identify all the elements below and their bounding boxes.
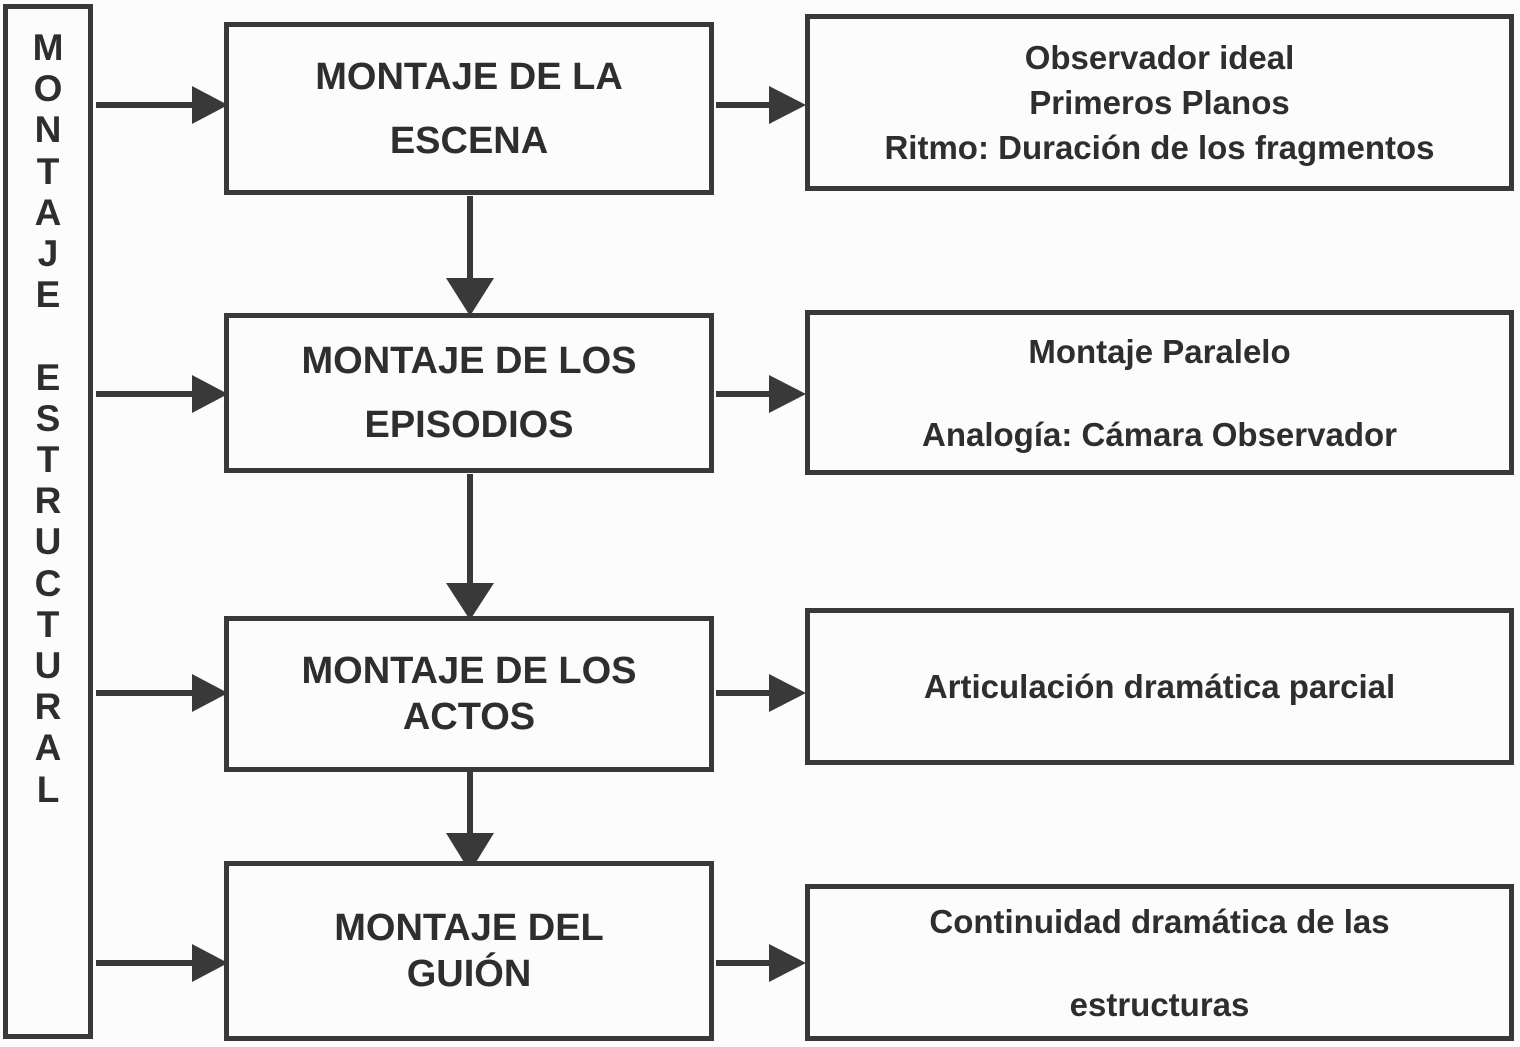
spine-letter-space bbox=[8, 315, 88, 356]
stage-box-line: GUIÓN bbox=[406, 953, 532, 995]
stage-box-line: MONTAJE DE LOS bbox=[301, 340, 637, 382]
stage-box-line: ACTOS bbox=[402, 696, 536, 738]
spine-letter: E bbox=[35, 274, 61, 316]
detail-box-line: Observador ideal bbox=[1024, 39, 1295, 76]
spine-letter: N bbox=[34, 109, 62, 151]
detail-box-line: Primeros Planos bbox=[1029, 84, 1290, 121]
detail-box-escena: Observador ideal Primeros Planos Ritmo: … bbox=[805, 14, 1514, 191]
spine-letter: U bbox=[34, 645, 62, 687]
spine-letter: J bbox=[37, 233, 59, 275]
stage-box-line: ESCENA bbox=[389, 119, 549, 162]
spine-label-montaje-estructural: M O N T A J E E S T R U C T U R A L bbox=[3, 4, 93, 1039]
spine-letter: T bbox=[36, 439, 60, 481]
spine-letter: T bbox=[36, 603, 60, 645]
spine-letter: A bbox=[34, 191, 62, 233]
arrowheads-spine bbox=[192, 86, 228, 982]
spine-letter: M bbox=[32, 27, 64, 68]
stage-box-montaje-de-los-episodios: MONTAJE DE LOS EPISODIOS bbox=[224, 313, 714, 473]
spine-letter: R bbox=[34, 480, 62, 522]
detail-box-line: Montaje Paralelo bbox=[1028, 332, 1291, 370]
spine-letter: S bbox=[35, 397, 61, 439]
spine-letter: T bbox=[36, 150, 60, 192]
stage-box-line: MONTAJE DE LOS bbox=[301, 650, 637, 692]
spine-letter: O bbox=[33, 68, 63, 110]
stage-box-montaje-de-la-escena: MONTAJE DE LA ESCENA bbox=[224, 22, 714, 195]
spine-letter: A bbox=[34, 727, 62, 769]
detail-box-line: Articulación dramática parcial bbox=[923, 668, 1396, 705]
stage-box-montaje-del-guion: MONTAJE DEL GUIÓN bbox=[224, 861, 714, 1041]
stage-box-line: EPISODIOS bbox=[364, 404, 574, 446]
detail-box-guion: Continuidad dramática de las estructuras bbox=[805, 884, 1514, 1041]
detail-box-actos: Articulación dramática parcial bbox=[805, 608, 1514, 765]
spine-letter: L bbox=[36, 768, 60, 810]
stage-box-line: MONTAJE DEL bbox=[334, 907, 604, 949]
stage-box-montaje-de-los-actos: MONTAJE DE LOS ACTOS bbox=[224, 616, 714, 772]
detail-box-episodios: Montaje Paralelo Analogía: Cámara Observ… bbox=[805, 310, 1514, 475]
arrowheads-stage bbox=[769, 86, 806, 982]
spine-letter: U bbox=[34, 521, 62, 563]
stage-box-line: MONTAJE DE LA bbox=[315, 55, 623, 98]
spine-letter: E bbox=[35, 356, 61, 398]
spine-letter: C bbox=[34, 562, 62, 604]
detail-box-line: Analogía: Cámara Observador bbox=[922, 415, 1397, 453]
detail-box-line: Continuidad dramática de las bbox=[929, 902, 1390, 940]
detail-box-line: Ritmo: Duración de los fragmentos bbox=[884, 129, 1435, 166]
detail-box-line: estructuras bbox=[1069, 985, 1250, 1023]
spine-letter: R bbox=[34, 686, 62, 728]
